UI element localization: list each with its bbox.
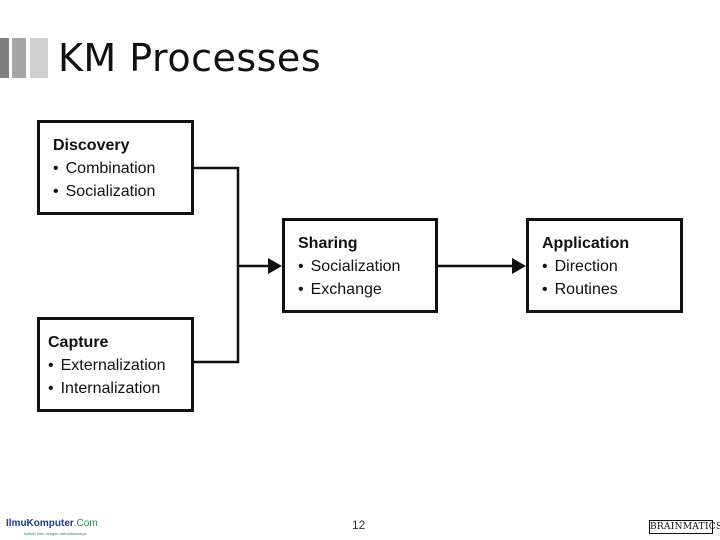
connector-capture: [194, 266, 240, 364]
ilmukomputer-logo-suffix: .Com: [73, 518, 98, 529]
ilmukomputer-logo-main: IlmuKomputer: [6, 518, 74, 529]
page-number: 12: [352, 518, 366, 532]
application-box: Application Direction Routines: [526, 218, 683, 313]
sharing-title: Sharing: [298, 235, 358, 252]
connector-discovery: [194, 166, 240, 266]
discovery-item: Combination: [53, 157, 181, 180]
capture-item: Externalization: [48, 354, 181, 377]
application-item: Routines: [542, 278, 670, 301]
arrowhead-sharing: [268, 258, 282, 274]
capture-item: Internalization: [48, 377, 181, 400]
application-item: Direction: [542, 255, 670, 278]
capture-box: Capture Externalization Internalization: [37, 317, 194, 412]
discovery-title: Discovery: [53, 137, 130, 154]
sharing-item: Socialization: [298, 255, 425, 278]
capture-title: Capture: [48, 334, 109, 351]
title-accent-bar-3: [30, 38, 48, 78]
sharing-box: Sharing Socialization Exchange: [282, 218, 438, 313]
sharing-item: Exchange: [298, 278, 425, 301]
brainmatics-logo: BRAINMATICS: [649, 520, 720, 534]
slide-title: KM Processes: [58, 36, 322, 80]
title-accent-bar-1: [0, 38, 9, 78]
discovery-item: Socialization: [53, 180, 181, 203]
ilmukomputer-logo: IlmuKomputer.Com: [6, 518, 98, 529]
title-accent-bar-2: [12, 38, 26, 78]
discovery-box: Discovery Combination Socialization: [37, 120, 194, 215]
arrowhead-application: [512, 258, 526, 274]
ilmukomputer-tagline: Ikatlah ilmu dengan menuliskannya: [24, 531, 87, 536]
application-title: Application: [542, 235, 630, 252]
